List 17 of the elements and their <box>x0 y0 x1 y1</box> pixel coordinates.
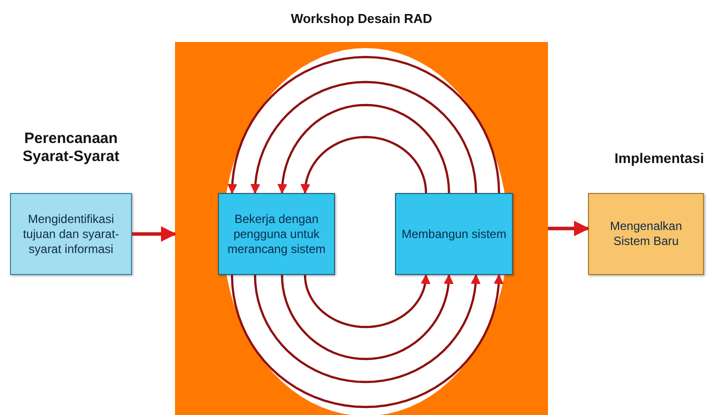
arrow <box>548 220 590 236</box>
process-box: Mengidentifikasi tujuan dan syarat-syarat informasi <box>10 193 132 275</box>
loop-arrow <box>250 80 478 194</box>
process-box: Mengenalkan Sistem Baru <box>588 193 704 275</box>
loop-arrow <box>254 274 481 384</box>
process-box: Membangun sistem <box>395 193 513 275</box>
loop-arrow <box>277 104 450 194</box>
loop-arrow <box>300 136 428 194</box>
loop-arrow <box>227 56 500 194</box>
phase-heading: Perencanaan Syarat-Syarat <box>22 130 120 166</box>
process-box: Bekerja dengan pengguna untuk merancang sistem <box>218 193 335 275</box>
arrow <box>132 226 177 242</box>
loop-arrow <box>304 274 431 328</box>
phase-heading: Implementasi <box>614 150 704 167</box>
loop-arrow <box>280 274 454 360</box>
phase-heading: Workshop Desain RAD <box>290 11 434 27</box>
loop-arrow <box>230 274 504 408</box>
